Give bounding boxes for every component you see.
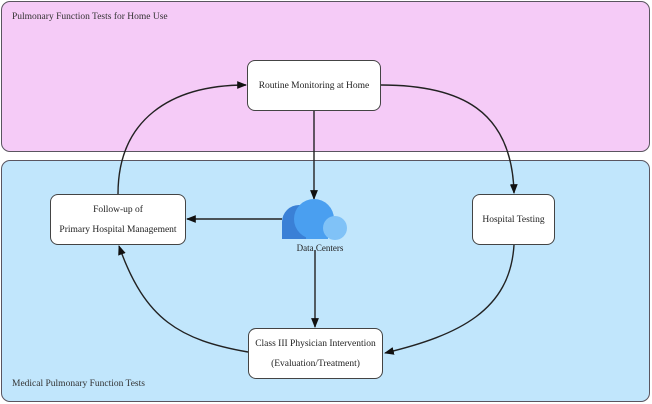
node-text: Hospital Testing: [482, 214, 545, 225]
edge-routine-to-hospital: [380, 84, 518, 194]
home-use-panel-label: Pulmonary Function Tests for Home Use: [12, 12, 168, 22]
node-text: Primary Hospital Management: [59, 224, 177, 235]
edge-followup-to-routine: [117, 81, 247, 195]
edge-class3-to-followup: [118, 245, 249, 353]
medical-panel-label: Medical Pulmonary Function Tests: [12, 379, 145, 389]
node-routine-monitoring: Routine Monitoring at Home: [247, 60, 381, 111]
cloud-icon: [282, 199, 347, 240]
node-text: Class III Physician Intervention: [255, 338, 376, 349]
node-text: (Evaluation/Treatment): [271, 358, 360, 369]
node-hospital-testing: Hospital Testing: [472, 194, 555, 245]
node-text: Follow-up of: [93, 204, 143, 215]
node-text: Routine Monitoring at Home: [258, 80, 370, 91]
cloud-main-base: [306, 222, 328, 239]
data-centers-label: Data Centers: [296, 243, 344, 253]
edge-hospital-to-class3: [384, 244, 515, 355]
node-followup: Follow-up of Primary Hospital Management: [50, 194, 186, 245]
cloud-light-lobe: [323, 216, 347, 240]
node-class3-intervention: Class III Physician Intervention (Evalua…: [248, 328, 383, 379]
